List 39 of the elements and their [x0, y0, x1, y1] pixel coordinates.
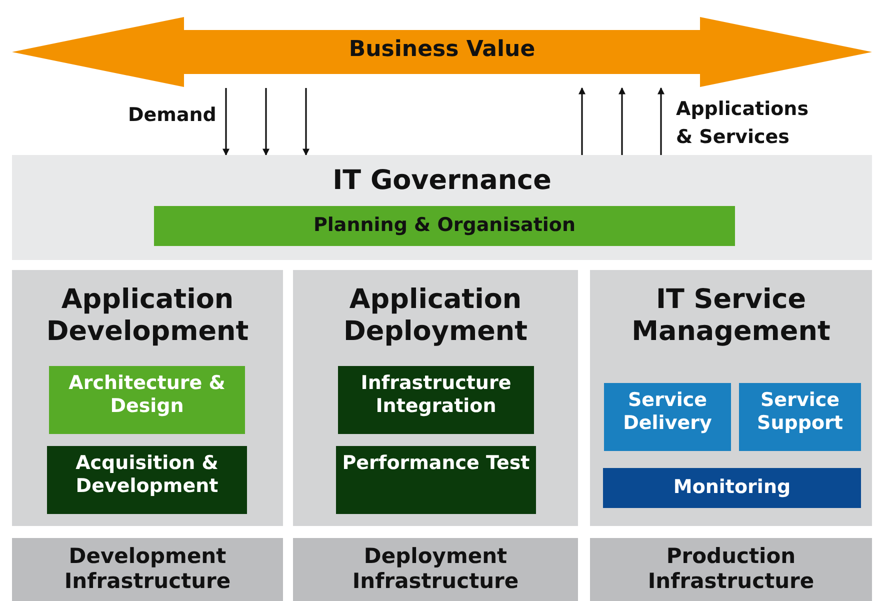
process-box — [49, 366, 245, 434]
annotation-label: Demand — [128, 103, 216, 128]
layer-band — [12, 538, 283, 601]
layer-band — [293, 538, 578, 601]
box-label: Acquisition & Development — [74, 452, 220, 498]
layer-band — [590, 538, 872, 601]
section-title: Application Deployment — [342, 284, 529, 349]
arrow — [262, 88, 270, 156]
arrow — [618, 87, 626, 155]
arrow — [578, 87, 586, 155]
box-label: Monitoring — [672, 476, 792, 499]
section-title: Development Infrastructure — [63, 544, 232, 594]
section-title: Application Development — [45, 284, 250, 349]
process-box — [47, 446, 247, 514]
box-label: Planning & Organisation — [312, 214, 577, 237]
box-label: Architecture & Design — [68, 372, 226, 418]
process-box — [603, 468, 861, 508]
arrow — [222, 88, 230, 156]
box-label: Infrastructure Integration — [360, 372, 512, 418]
layer-band — [12, 155, 872, 260]
box-label: Performance Test — [341, 452, 531, 475]
box-label: Service Support — [756, 389, 844, 435]
process-box — [604, 383, 731, 451]
panel — [293, 270, 578, 526]
panel — [12, 270, 283, 526]
section-title: IT Governance — [332, 165, 552, 198]
section-title: Production Infrastructure — [646, 544, 816, 594]
section-title: Deployment Infrastructure — [351, 544, 520, 594]
process-box — [154, 206, 735, 246]
section-title: IT Service Management — [630, 284, 832, 349]
panel — [590, 270, 872, 526]
process-box — [739, 383, 861, 451]
arrow — [658, 87, 664, 155]
box-label: Service Delivery — [622, 389, 713, 435]
arrow-label: Business Value — [348, 37, 536, 64]
arrow — [302, 88, 310, 156]
process-box — [338, 366, 534, 434]
annotation-label: Applications & Services — [676, 97, 806, 150]
process-box — [336, 446, 536, 514]
